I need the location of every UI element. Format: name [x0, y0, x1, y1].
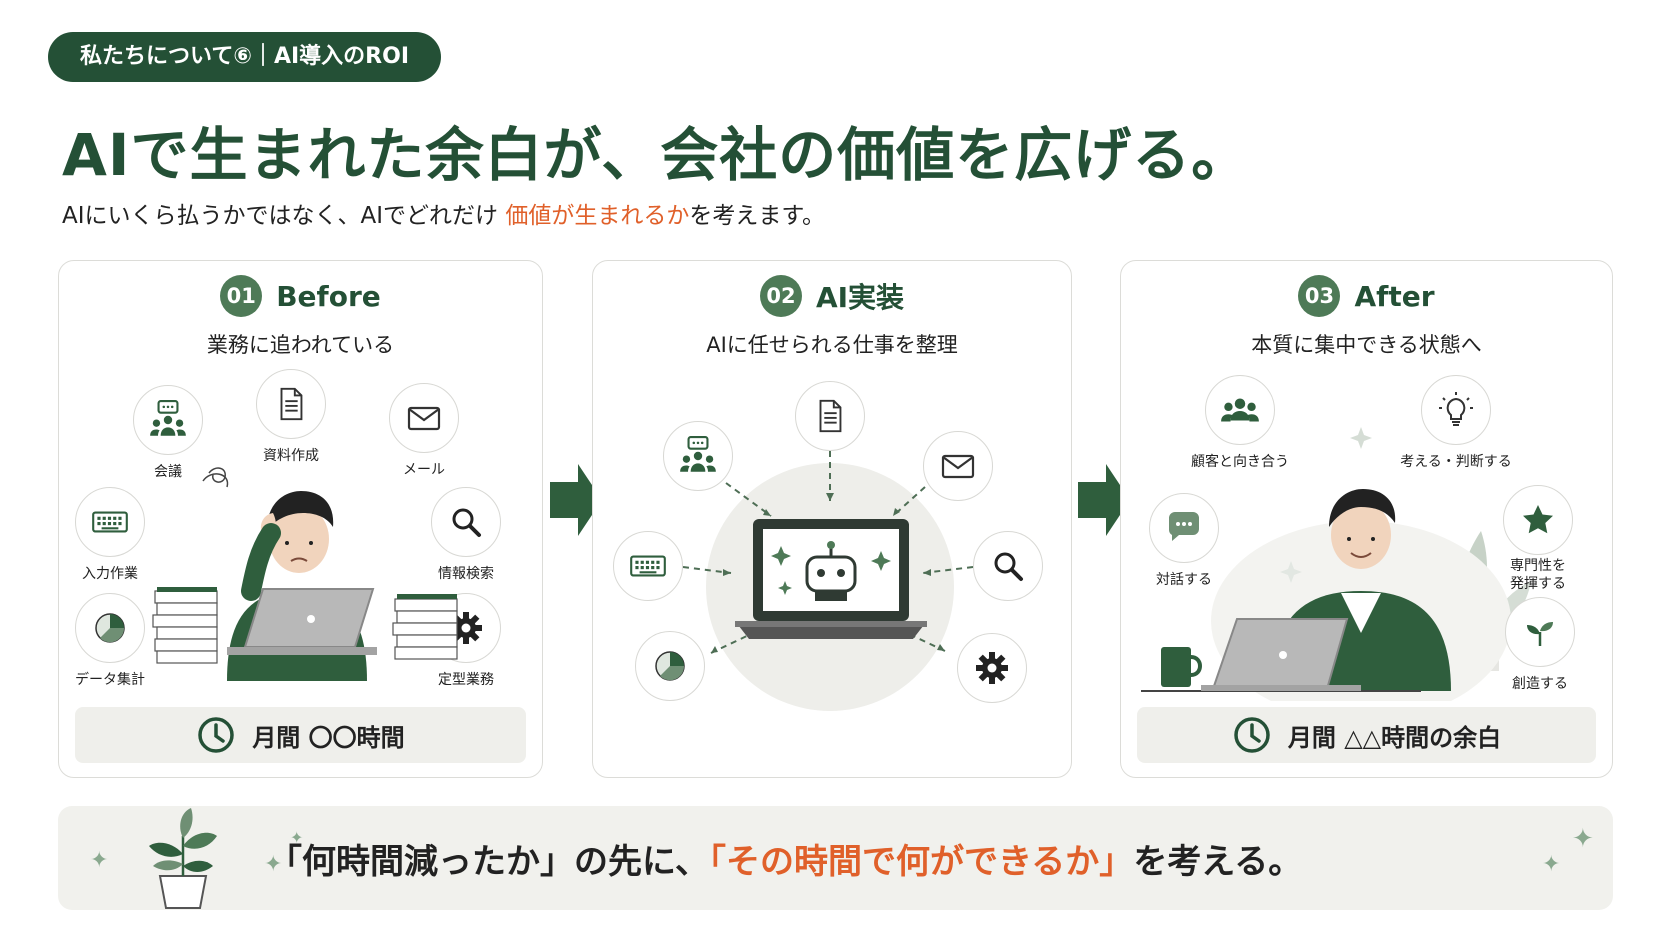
- icon-label: 資料作成: [263, 448, 319, 464]
- step-subtitle: AIに任せられる仕事を整理: [706, 333, 958, 357]
- stressed-worker-illustration: [152, 467, 458, 681]
- sparkle-icon: ✦: [264, 852, 283, 877]
- search-icon: [973, 531, 1043, 601]
- step-title: AI実装: [815, 281, 905, 314]
- before-title: 01 Before: [59, 275, 542, 317]
- before-panel: 01 Before 業務に追われている 会議 資料作成 メール 入力作業 情報検…: [58, 260, 543, 778]
- icon-label: 創造する: [1512, 676, 1568, 692]
- step-subtitle: 本質に集中できる状態へ: [1251, 333, 1482, 357]
- icon-label: メール: [403, 462, 445, 478]
- plant-icon: [149, 808, 217, 909]
- sparkle-icon: ✦: [1572, 824, 1594, 854]
- subtitle-text-1: AIにいくら払うかではなく、AIでどれだけ: [62, 203, 506, 229]
- mail-icon: [389, 383, 459, 453]
- icon-label: 考える・判断する: [1400, 454, 1512, 470]
- icon-label: 入力作業: [82, 566, 138, 582]
- document-icon: [795, 381, 865, 451]
- icon-label: 会議: [154, 464, 182, 480]
- icon-label-line: 専門性を: [1510, 558, 1566, 574]
- pie-chart-icon: [75, 593, 145, 663]
- ai-implementation-panel: 02 AI実装 AIに任せられる仕事を整理: [592, 260, 1072, 778]
- gear-icon: [957, 633, 1027, 703]
- monthly-hours-bar: 月間 〇〇時間: [75, 707, 526, 763]
- icon-label-line: 発揮する: [1510, 576, 1566, 592]
- after-title: 03 After: [1121, 275, 1612, 317]
- arrow-right-icon: [550, 464, 602, 536]
- step-title: After: [1354, 279, 1435, 313]
- step-subtitle: 業務に追われている: [206, 333, 395, 357]
- monthly-free-hours-bar: 月間 △△時間の余白: [1137, 707, 1596, 763]
- icon-label: 対話する: [1156, 572, 1212, 588]
- sprout-icon: [1505, 597, 1575, 667]
- subtitle-accent: 価値が生まれるか: [505, 203, 690, 229]
- footer-accent: 「その時間で何ができるか」: [708, 842, 1134, 882]
- search-icon: [431, 487, 501, 557]
- monthly-free-hours-text: 月間 △△時間の余白: [1287, 723, 1502, 752]
- footer-banner: ✦ ✦ ✦ ✦ ✦ 「何時間減ったか」の先に、「その時間で何ができるか」を考える…: [58, 806, 1613, 910]
- step-number: 02: [759, 275, 802, 317]
- clock-icon: [1232, 715, 1272, 755]
- people-icon: [1205, 375, 1275, 445]
- monthly-hours-text: 月間 〇〇時間: [252, 723, 405, 752]
- people-chat-icon: [663, 421, 733, 491]
- arrow-right-icon: [1078, 464, 1130, 536]
- ai-hub-diagram: [682, 451, 974, 711]
- keyboard-icon: [75, 487, 145, 557]
- section-badge: 私たちについて⑥｜AI導入のROI: [48, 32, 442, 82]
- step-title: Before: [276, 279, 381, 313]
- footer-message: 「何時間減ったか」の先に、「その時間で何ができるか」を考える。: [268, 834, 1302, 883]
- lightbulb-icon: [1421, 375, 1491, 445]
- icon-label: 顧客と向き合う: [1191, 454, 1289, 470]
- step-number: 01: [220, 275, 263, 317]
- sparkle-icon: ✦: [1542, 852, 1561, 877]
- pie-chart-icon: [635, 631, 705, 701]
- footer-text-1: 「何時間減ったか」の先に、: [268, 842, 709, 882]
- star-icon: [1503, 485, 1573, 555]
- chat-icon: [1149, 493, 1219, 563]
- clock-icon: [196, 715, 236, 755]
- footer-text-2: を考える。: [1133, 842, 1303, 882]
- icon-label: 専門性を発揮する: [1510, 557, 1566, 593]
- sparkle-icon: ✦: [90, 848, 109, 873]
- after-panel: 03 After 本質に集中できる状態へ 顧客と向き合う 考える・判断する 対話…: [1120, 260, 1613, 778]
- icon-label: 定型業務: [438, 672, 494, 688]
- mail-icon: [923, 431, 993, 501]
- page-title: AIで生まれた余白が、会社の価値を広げる。: [62, 121, 1251, 189]
- page-subtitle: AIにいくら払うかではなく、AIでどれだけ 価値が生まれるかを考えます。: [62, 196, 825, 230]
- sparkle-icon: ✦: [290, 828, 304, 847]
- keyboard-icon: [613, 531, 683, 601]
- icon-label: データ集計: [75, 672, 145, 688]
- subtitle-text-2: を考えます。: [689, 203, 826, 229]
- icon-label: 情報検索: [438, 566, 494, 582]
- ai-title: 02 AI実装: [593, 275, 1071, 317]
- document-icon: [256, 369, 326, 439]
- step-number: 03: [1298, 275, 1341, 317]
- people-chat-icon: [133, 385, 203, 455]
- focused-worker-illustration: [1141, 427, 1531, 701]
